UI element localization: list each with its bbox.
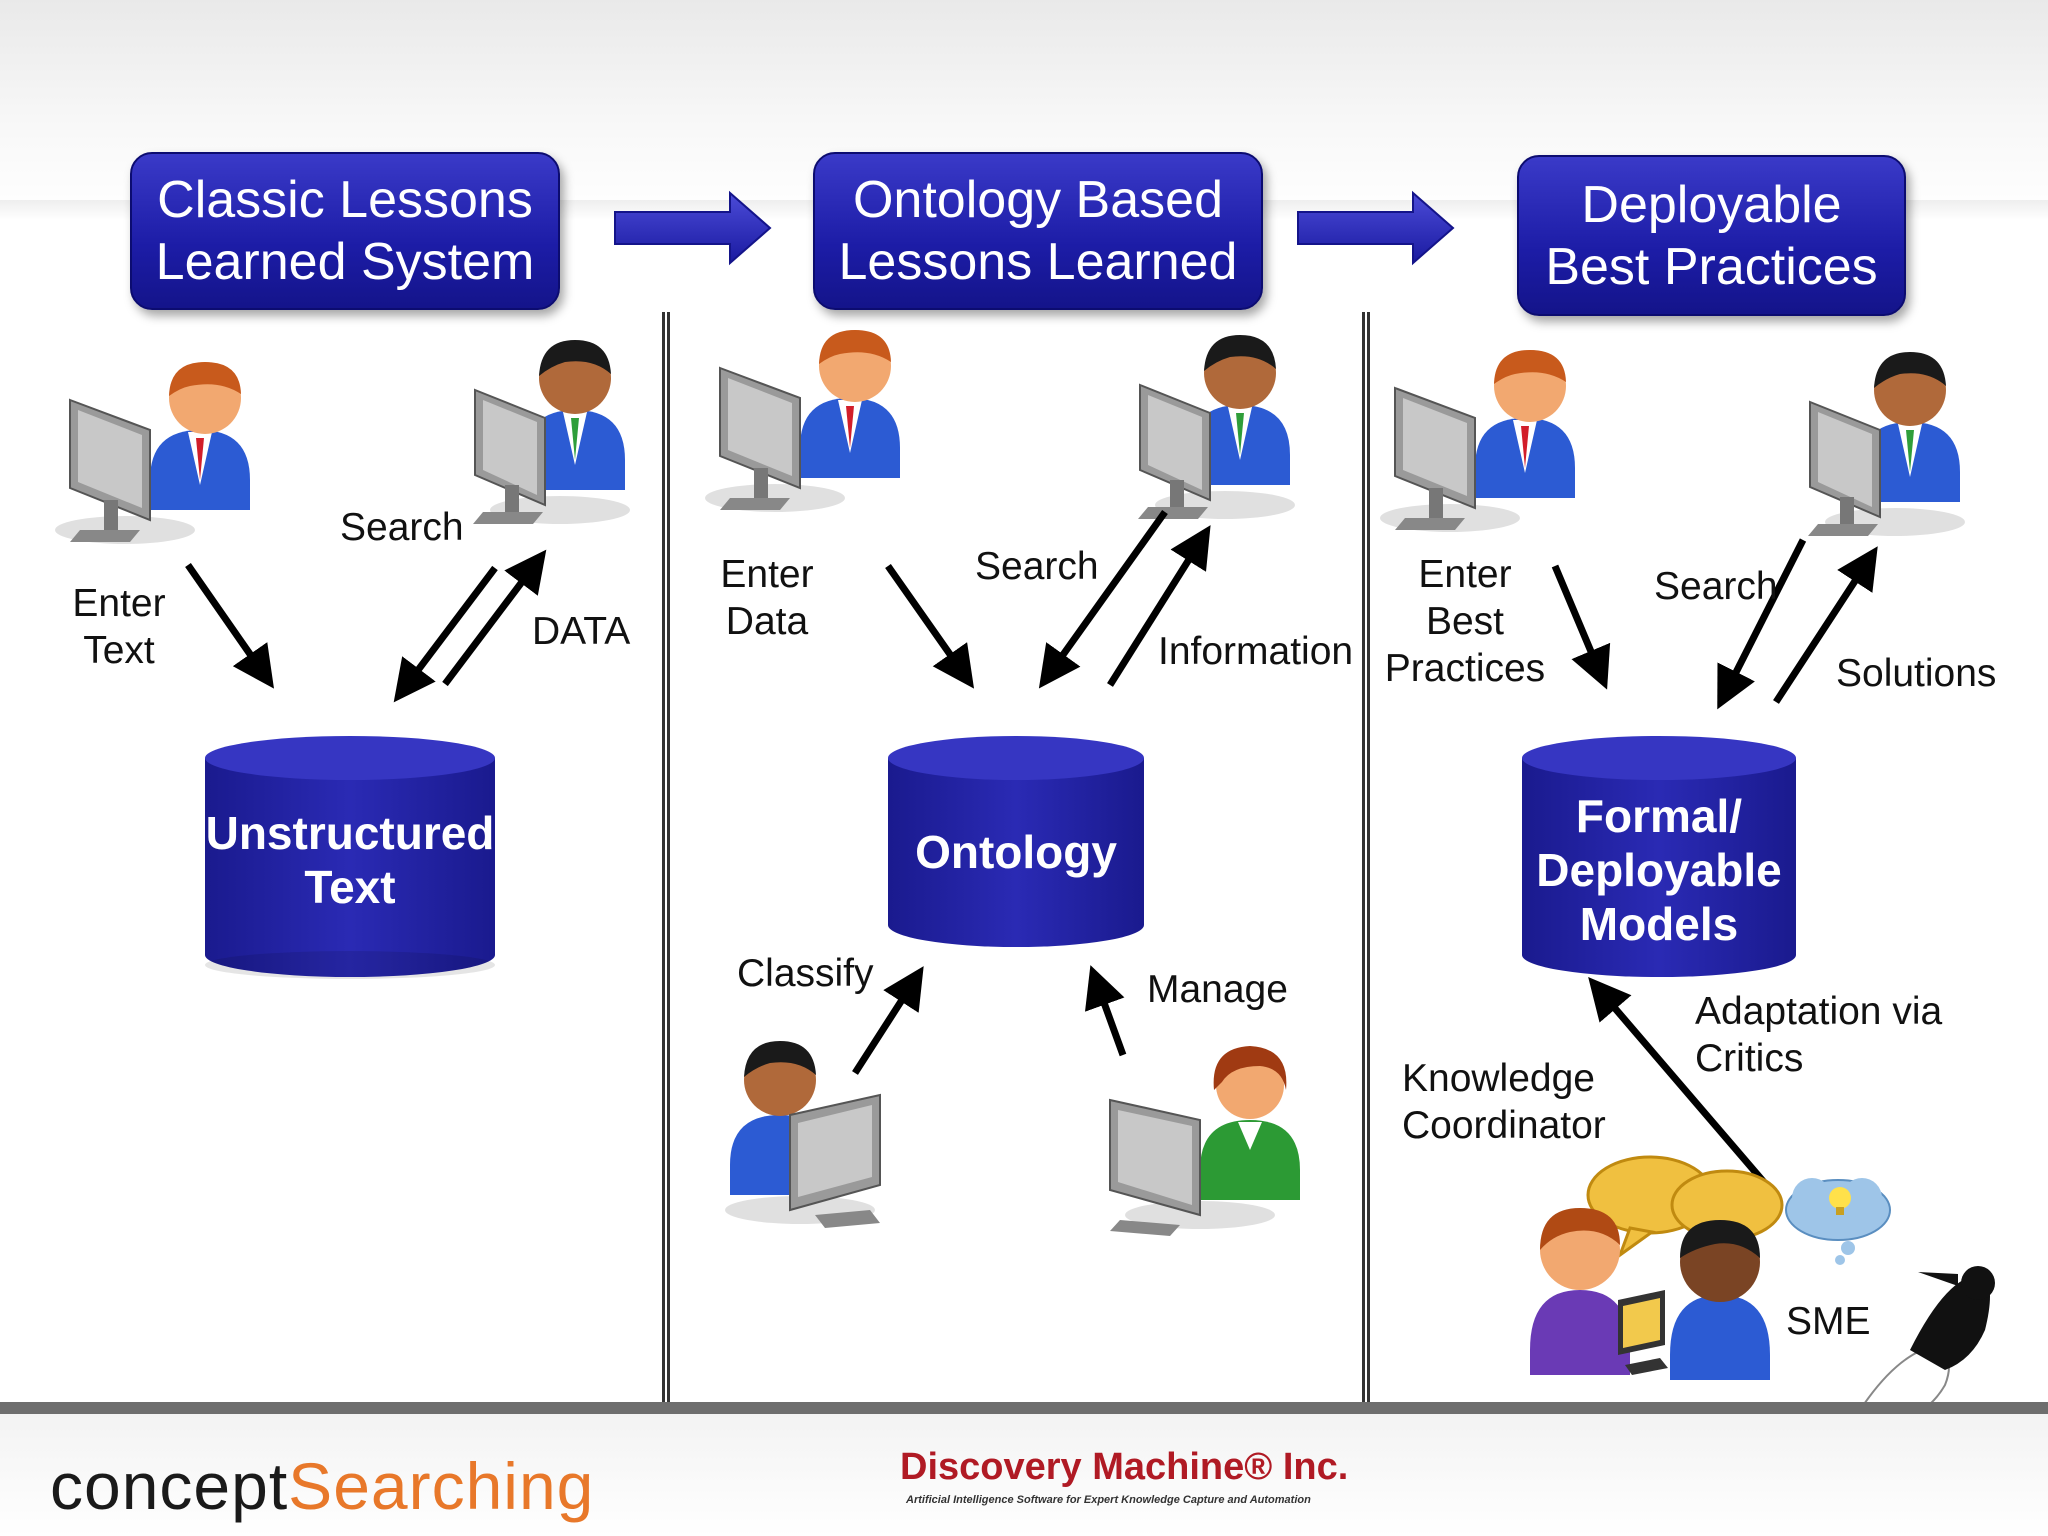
- logo-text-concept: concept: [50, 1449, 289, 1523]
- database-cylinder-icon: [888, 736, 1144, 947]
- thought-bubble-icon: [1785, 1178, 1891, 1265]
- header-title: Ontology Based Lessons Learned: [838, 171, 1238, 291]
- label-sme: SME: [1786, 1300, 1871, 1343]
- column-divider: [1362, 312, 1370, 1404]
- header-classic-lessons-learned: Classic Lessons Learned System: [130, 152, 560, 310]
- person-at-computer-icon: [1109, 1045, 1301, 1237]
- label-classify: Classify: [737, 952, 874, 995]
- footer-divider-bar: [0, 1402, 2048, 1414]
- person-at-computer-icon: [1379, 349, 1576, 533]
- person-at-computer-icon: [704, 329, 901, 513]
- knowledge-coordinator-group-icon: [1530, 1155, 1784, 1380]
- label-manage: Manage: [1147, 968, 1288, 1011]
- label-search: Search: [975, 545, 1099, 588]
- database-label-formal-deployable-models: Formal/ Deployable Models: [1536, 790, 1782, 950]
- logo-text-searching: Searching: [288, 1449, 595, 1523]
- header-deployable-best-practices: Deployable Best Practices: [1517, 155, 1906, 316]
- database-label-unstructured-text: Unstructured Text: [205, 807, 495, 913]
- discovery-machine-tagline: Artificial Intelligence Software for Exp…: [906, 1494, 1311, 1506]
- person-at-computer-icon: [54, 361, 251, 545]
- database-cylinder-icon: [1522, 736, 1796, 977]
- label-search: Search: [1654, 565, 1778, 608]
- label-adaptation-via-critics: Adaptation via Critics: [1695, 990, 1943, 1080]
- person-at-computer-icon: [1807, 351, 1966, 537]
- arrow-right-icon: [614, 190, 772, 266]
- concept-searching-logo: conceptSearching: [50, 1448, 594, 1524]
- database-cylinder-icon: [205, 736, 495, 979]
- label-solutions: Solutions: [1836, 652, 1997, 695]
- label-enter-data: Enter Data: [720, 553, 814, 643]
- arrow-right-icon: [1297, 190, 1455, 266]
- label-data: DATA: [532, 610, 631, 653]
- label-search: Search: [340, 506, 464, 549]
- person-at-computer-icon: [472, 339, 631, 525]
- person-at-computer-icon: [1137, 334, 1296, 520]
- database-label-ontology: Ontology: [915, 826, 1117, 878]
- discovery-machine-logo: Discovery Machine® Inc.: [900, 1446, 1349, 1488]
- header-title: Deployable Best Practices: [1545, 175, 1878, 296]
- header-title: Classic Lessons Learned System: [155, 171, 535, 291]
- header-ontology-based-lessons: Ontology Based Lessons Learned: [813, 152, 1263, 310]
- footer: [0, 1414, 2048, 1536]
- label-information: Information: [1158, 630, 1354, 673]
- label-enter-best-practices: Enter Best Practices: [1384, 553, 1546, 690]
- column-divider: [662, 312, 670, 1404]
- label-enter-text: Enter Text: [72, 582, 166, 672]
- label-knowledge-coordinator: Knowledge Coordinator: [1402, 1057, 1606, 1147]
